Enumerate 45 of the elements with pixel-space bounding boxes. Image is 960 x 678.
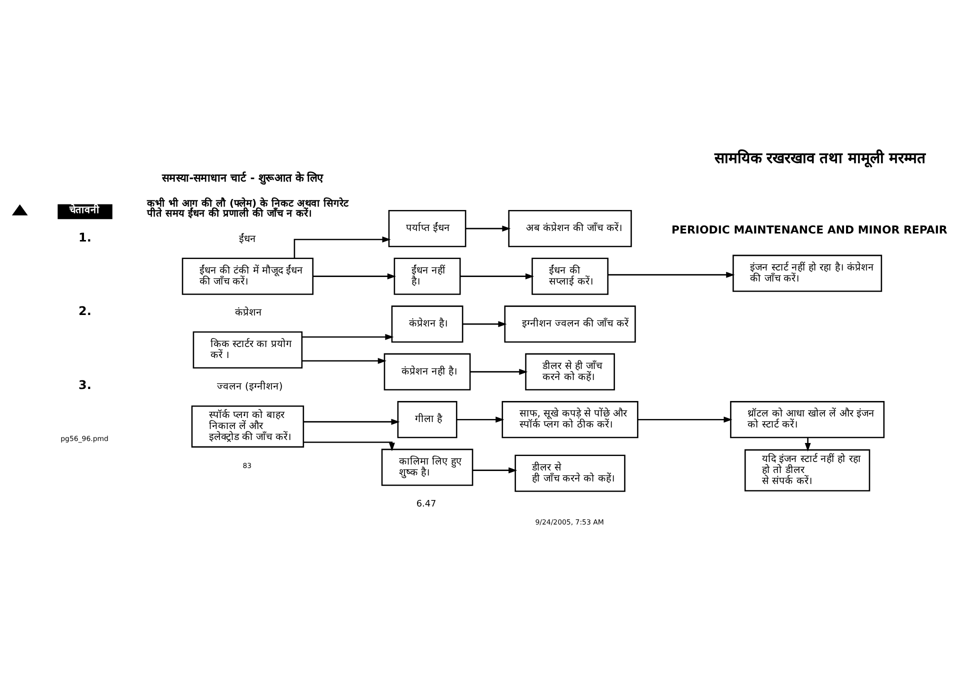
- arrow: [304, 418, 400, 425]
- node-box: यदि इंजन स्टार्ट नहीं हो रहा हो तो डीलर से संपर्क करें।: [744, 449, 870, 492]
- arrow: [472, 467, 518, 474]
- arrow: [608, 272, 735, 278]
- arrow: [303, 442, 395, 452]
- node-box: किक स्टार्टर का प्रयोग करें ।: [192, 331, 303, 368]
- node-box: ईंधन नहीं है।: [394, 258, 461, 295]
- arrow: [460, 273, 534, 280]
- node-box: इंजन स्टार्ट नहीं हो रहा है। कंप्रेशन की जाँच करें।: [732, 254, 882, 292]
- node-box: गीला है: [397, 401, 458, 438]
- node-box: ईंधन की सप्लाई करें।: [532, 258, 608, 295]
- node-box: डीलर से ही जाँच करने को कहें।: [514, 454, 626, 492]
- label: ईंधन: [239, 234, 256, 245]
- node-box: कंप्रेशन है।: [391, 306, 464, 343]
- arrow: [294, 236, 391, 258]
- arrow: [456, 416, 504, 423]
- node-box: इग्नीशन ज्वलन की जाँच करें: [504, 306, 636, 343]
- label: 3.: [78, 378, 92, 392]
- label: 6.47: [416, 499, 436, 510]
- node-box: साफ, सूखे कपड़े से पोंछे और स्पॉर्क प्लग को ठीक करें।: [502, 401, 638, 438]
- node-box: पर्याप्त ईंधन: [388, 210, 466, 248]
- label: ज्वलन (इग्नीशन): [216, 381, 283, 392]
- arrow: [470, 368, 528, 375]
- node-box: डीलर से ही जाँच करने को कहें।: [525, 353, 615, 390]
- node-box: थ्रॉटल को आधा खोल लें और इंजन को स्टार्ट करें।: [730, 401, 885, 438]
- arrow: [313, 273, 396, 280]
- node-box: ईंधन की टंकी में मौजूद ईंधन की जाँच करें।: [182, 258, 314, 295]
- label: चेतावनी: [70, 205, 100, 216]
- arrow: [466, 226, 511, 232]
- arrow: [302, 334, 394, 340]
- node-box: स्पॉर्क प्लग को बाहर निकाल लें और इलेक्ट्रोड की जाँच करें।: [191, 406, 304, 448]
- node-box: कंप्रेशन नही है।: [384, 353, 471, 390]
- label: कंप्रेशन: [234, 308, 262, 319]
- label: 2.: [78, 304, 92, 318]
- node-box: कालिमा लिए हुए शुष्क है।: [381, 448, 474, 486]
- arrow: [638, 416, 732, 423]
- arrow: [804, 438, 811, 452]
- arrow: [302, 358, 386, 364]
- label: समस्या-समाधान चार्ट - शुरूआत के लिए: [162, 172, 324, 185]
- diagram-title: सामयिक रखरखाव तथा मामूली मरम्मत: [714, 148, 926, 167]
- label: PERIODIC MAINTENANCE AND MINOR REPAIR: [672, 223, 948, 236]
- arrow: [462, 321, 507, 328]
- label: 1.: [78, 230, 92, 245]
- node-box: अब कंप्रेशन की जाँच करें।: [508, 210, 632, 248]
- label: कभी भी आग की लौ (फ्लेम) के निकट अथवा सिगरेट पीते समय ईंधन की प्रणाली की जाँच न करें।: [147, 198, 348, 220]
